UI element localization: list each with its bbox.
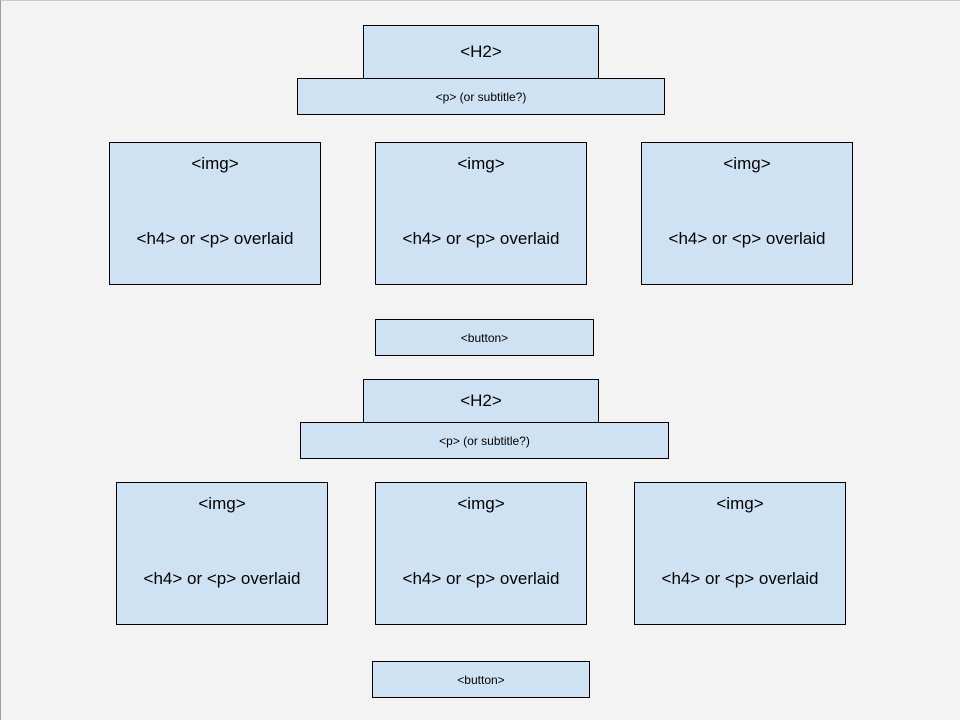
section-2-card-2: <img> <h4> or <p> overlaid bbox=[375, 482, 587, 625]
card-overlay-label: <h4> or <p> overlaid bbox=[661, 569, 819, 588]
card-overlay-label: <h4> or <p> overlaid bbox=[402, 569, 560, 588]
card-image-label: <img> bbox=[716, 494, 764, 513]
card-image-label: <img> bbox=[457, 154, 505, 173]
section-2-card-3: <img> <h4> or <p> overlaid bbox=[634, 482, 846, 625]
section-1-heading-box: <H2> bbox=[363, 25, 599, 79]
section-2-card-1: <img> <h4> or <p> overlaid bbox=[116, 482, 328, 625]
card-overlay-label: <h4> or <p> overlaid bbox=[668, 229, 826, 248]
section-1-subtitle-box: <p> (or subtitle?) bbox=[297, 78, 665, 115]
section-1-card-3: <img> <h4> or <p> overlaid bbox=[641, 142, 853, 285]
section-2-subtitle-box: <p> (or subtitle?) bbox=[300, 422, 669, 459]
section-1-card-1: <img> <h4> or <p> overlaid bbox=[109, 142, 321, 285]
card-overlay-label: <h4> or <p> overlaid bbox=[402, 229, 560, 248]
section-2-heading-box: <H2> bbox=[363, 379, 599, 423]
card-overlay-label: <h4> or <p> overlaid bbox=[143, 569, 301, 588]
card-image-label: <img> bbox=[191, 154, 239, 173]
card-overlay-label: <h4> or <p> overlaid bbox=[136, 229, 294, 248]
card-image-label: <img> bbox=[723, 154, 771, 173]
card-image-label: <img> bbox=[198, 494, 246, 513]
section-1-button-box: <button> bbox=[375, 319, 594, 356]
section-2-button-box: <button> bbox=[372, 661, 590, 698]
card-image-label: <img> bbox=[457, 494, 505, 513]
section-1-card-2: <img> <h4> or <p> overlaid bbox=[375, 142, 587, 285]
